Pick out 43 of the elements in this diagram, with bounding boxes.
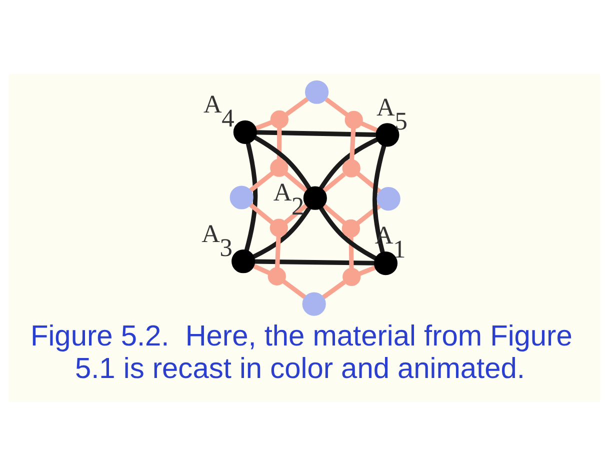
connector bbox=[318, 206, 377, 260]
connector bbox=[254, 258, 374, 265]
connector bbox=[244, 142, 258, 251]
node-circle bbox=[230, 185, 254, 209]
connector bbox=[284, 170, 308, 192]
connector bbox=[254, 134, 312, 190]
node-circle bbox=[268, 266, 286, 285]
connector bbox=[356, 171, 382, 194]
connector bbox=[256, 130, 376, 136]
connector bbox=[285, 96, 309, 116]
node-circle bbox=[232, 249, 256, 273]
node-circle bbox=[303, 186, 327, 210]
connector bbox=[360, 120, 378, 132]
node-circle bbox=[342, 158, 360, 177]
node-circle bbox=[342, 267, 361, 286]
connector bbox=[248, 170, 274, 192]
node-circle bbox=[376, 186, 400, 210]
connector bbox=[284, 203, 308, 224]
node-circle bbox=[342, 218, 360, 238]
connector bbox=[322, 203, 346, 224]
connector bbox=[274, 236, 281, 268]
connector bbox=[276, 127, 282, 159]
caption: Figure 5.2. Here, the material from Figure 5.1 is recast in color and animated. bbox=[30, 320, 572, 385]
node-circle bbox=[302, 292, 326, 316]
connector bbox=[358, 264, 376, 276]
connector bbox=[254, 120, 272, 130]
connector bbox=[322, 280, 346, 299]
node-circle bbox=[270, 158, 288, 176]
node-circle bbox=[344, 110, 363, 129]
connector bbox=[348, 236, 354, 268]
node-circle bbox=[270, 218, 288, 236]
connector bbox=[248, 202, 274, 224]
connector bbox=[318, 136, 378, 190]
node-circle bbox=[305, 80, 329, 104]
connector bbox=[324, 96, 348, 116]
connector bbox=[350, 128, 356, 160]
connector bbox=[356, 203, 382, 224]
node-circle bbox=[270, 110, 288, 128]
node-circle bbox=[233, 120, 257, 144]
connector bbox=[322, 172, 346, 192]
connector bbox=[282, 279, 306, 298]
connector bbox=[253, 264, 270, 274]
connector bbox=[252, 206, 312, 258]
